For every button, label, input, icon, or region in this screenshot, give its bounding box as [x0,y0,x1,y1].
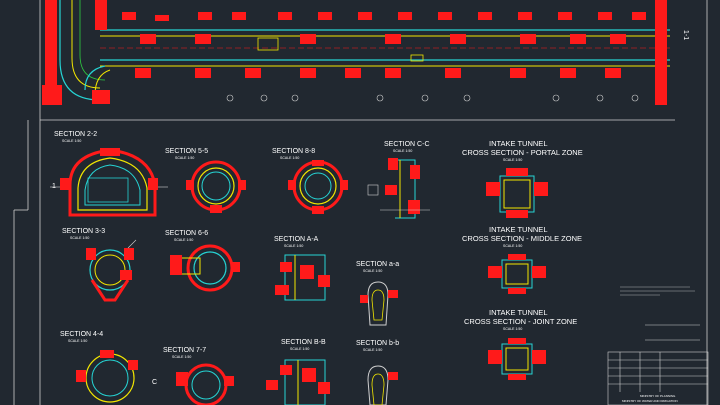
section-title: SECTION 6-6 [165,230,208,237]
section-scale: SCALE 1:50 [172,355,191,359]
section-scale: SCALE 1:50 [284,244,303,248]
section-3-3: SECTION 3-3 SCALE 1:50 [62,228,137,302]
section-scale: SCALE 1:50 [280,156,299,160]
section-a-a-small: SECTION a-a SCALE 1:50 [356,261,399,326]
section-scale: SCALE 1:50 [290,347,309,351]
section-b-b-small: SECTION b-b SCALE 1:50 [356,340,399,405]
section-scale: SCALE 1:50 [174,238,193,242]
section-8-8: SECTION 8-8 SCALE 1:50 [272,148,348,214]
section-title: SECTION 8-8 [272,148,315,155]
section-scale: SCALE 1:50 [62,139,81,143]
section-title: SECTION B-B [281,339,326,346]
intake-middle-zone: INTAKE TUNNEL CROSS SECTION - MIDDLE ZON… [462,225,582,294]
section-scale: SCALE 1:50 [70,236,89,240]
intake-scale: SCALE 1:50 [503,158,522,162]
section-5-5: SECTION 5-5 SCALE 1:50 [165,148,246,213]
title-block-line2: MINISTRY OF WATER AND IRRIGATION [622,399,678,403]
intake-subtitle: CROSS SECTION - MIDDLE ZONE [462,234,582,243]
section-scale: SCALE 1:50 [68,339,87,343]
intake-title: INTAKE TUNNEL [489,225,547,234]
section-title: SECTION a-a [356,261,399,268]
intake-subtitle: CROSS SECTION - JOINT ZONE [464,317,577,326]
marker-c: C [152,379,157,386]
intake-title: INTAKE TUNNEL [489,139,547,148]
section-title: SECTION 2-2 [54,131,97,138]
intake-subtitle: CROSS SECTION - PORTAL ZONE [462,148,583,157]
section-scale: SCALE 1:50 [175,156,194,160]
section-scale: SCALE 1:50 [363,269,382,273]
section-c-c: SECTION C-C SCALE 1:50 [367,141,430,219]
intake-scale: SCALE 1:50 [503,244,522,248]
section-6-6: SECTION 6-6 SCALE 1:50 [165,230,240,292]
notes-block [620,286,695,296]
intake-portal-zone: INTAKE TUNNEL CROSS SECTION - PORTAL ZON… [462,139,583,218]
section-a-a: SECTION A-A SCALE 1:50 [274,236,330,301]
section-b-b: SECTION B-B SCALE 1:50 [266,339,330,405]
section-scale: SCALE 1:50 [363,348,382,352]
section-2-2: SECTION 2-2 SCALE 1:50 [50,131,168,217]
intake-joint-zone: INTAKE TUNNEL CROSS SECTION - JOINT ZONE… [464,308,577,380]
section-7-7: SECTION 7-7 SCALE 1:50 [163,347,234,405]
section-title: SECTION 3-3 [62,228,105,235]
section-title: SECTION 7-7 [163,347,206,354]
intake-title: INTAKE TUNNEL [489,308,547,317]
intake-scale: SCALE 1:50 [503,327,522,331]
section-title: SECTION A-A [274,236,319,243]
tunnel-plan-view [42,0,670,105]
section-title: SECTION 5-5 [165,148,208,155]
section-title: SECTION 4-4 [60,331,103,338]
plan-label: 1-1 [682,30,689,40]
section-scale: SCALE 1:50 [393,149,412,153]
section-title: SECTION C-C [384,141,430,148]
drawing-frame [13,0,708,405]
section-title: SECTION b-b [356,340,399,347]
section-4-4: SECTION 4-4 SCALE 1:50 [60,331,138,403]
title-block-line1: MINISTRY OF PLANNING [640,394,676,398]
title-block [607,324,709,405]
marker-1: 1 [52,183,56,190]
